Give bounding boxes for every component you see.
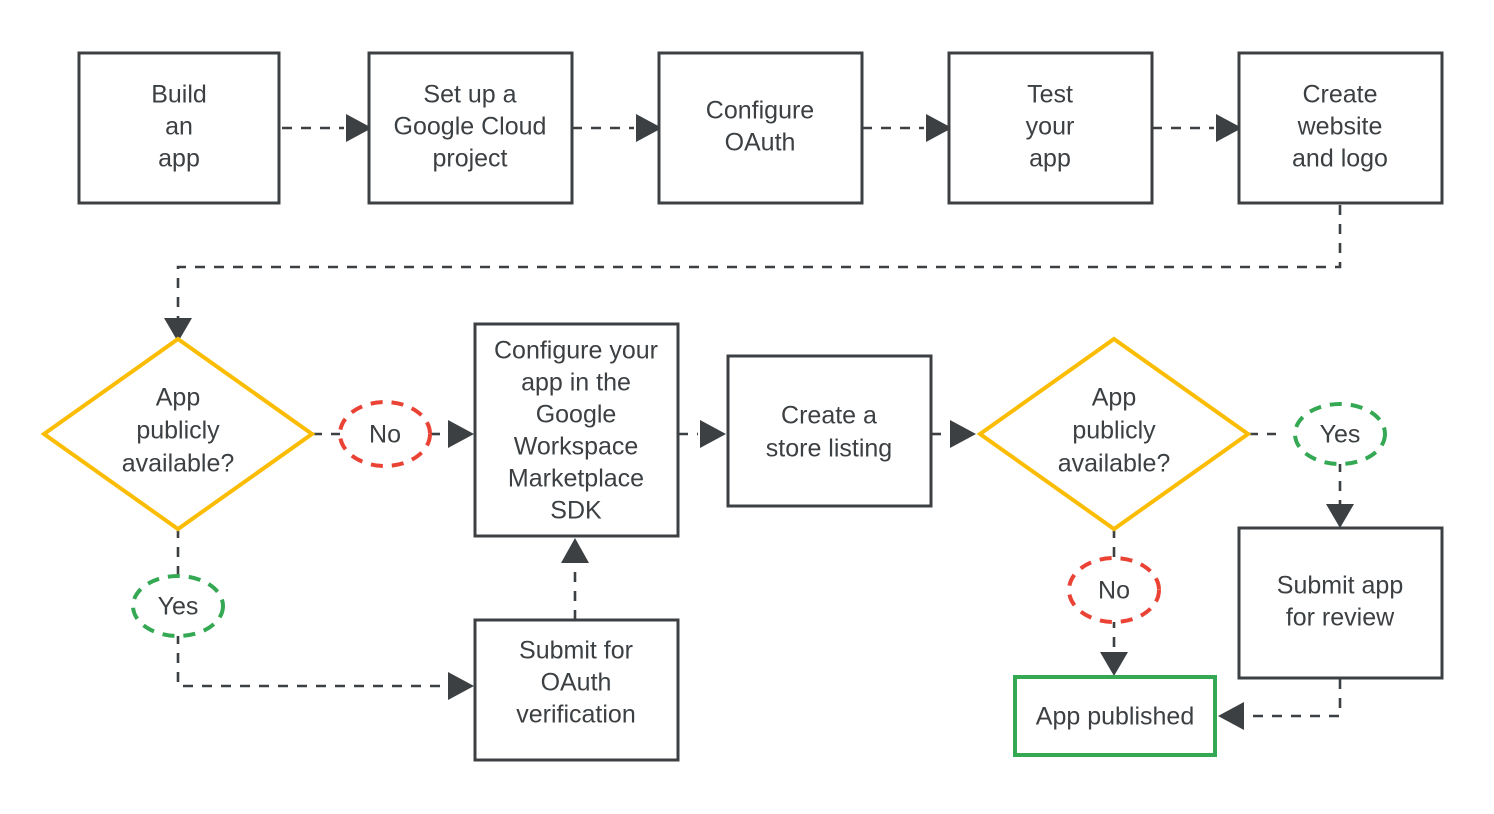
node-decision2-line-0: App [1092, 384, 1136, 412]
edge-yes-to-oauth-verification [176, 634, 446, 688]
node-create-website-and-logo[interactable]: Create website and logo [1237, 51, 1444, 205]
node-test-your-app-line-1: your [1026, 113, 1075, 141]
arrowhead-yes-to-oauth-verification [448, 672, 474, 700]
node-oauth-verification-line-0: Submit for [519, 637, 633, 665]
node-create-website-and-logo-line-1: website [1297, 113, 1383, 141]
node-submit-oauth-verification[interactable]: Submit for OAuth verification [473, 618, 680, 762]
arrowhead-listing-to-decision2 [950, 420, 976, 448]
node-configure-oauth-line-0: Configure [706, 97, 814, 125]
node-set-up-project-shape[interactable] [367, 51, 574, 205]
node-configure-oauth[interactable]: Configure OAuth [657, 51, 864, 205]
node-test-your-app-shape[interactable] [947, 51, 1154, 205]
node-test-your-app[interactable]: Test your app [947, 51, 1154, 205]
edge-review-to-published [1246, 679, 1342, 718]
node-sdk-line-3: Workspace [514, 433, 639, 461]
yes-ellipse-1 [131, 574, 225, 638]
no-label-1: No [369, 421, 401, 449]
node-create-store-listing[interactable]: Create a store listing [726, 354, 933, 508]
node-build-an-app-line-2: app [158, 145, 200, 173]
node-sdk-line-2: Google [536, 401, 617, 429]
arrowhead-oauth-verification-to-sdk [561, 538, 589, 563]
node-set-up-project-line-0: Set up a [423, 81, 516, 109]
node-build-an-app[interactable]: Build an app [77, 51, 281, 205]
node-app-published[interactable]: App published [1013, 675, 1217, 757]
node-submit-app-for-review[interactable]: Submit app for review [1237, 526, 1444, 680]
node-create-website-and-logo-line-2: and logo [1292, 145, 1388, 173]
node-app-published-shape[interactable] [1013, 675, 1217, 757]
node-build-an-app-shape[interactable] [77, 51, 281, 205]
no-ellipse-2 [1067, 556, 1161, 624]
edge-label-decision1-yes: Yes [131, 574, 225, 638]
node-decision-app-publicly-available-1-shape[interactable] [40, 336, 316, 532]
node-configure-oauth-shape[interactable] [657, 51, 864, 205]
node-submit-app-for-review-shape[interactable] [1237, 526, 1444, 680]
edge-label-decision2-yes: Yes [1293, 402, 1387, 466]
node-build-an-app-line-0: Build [151, 81, 207, 109]
node-listing-line-0: Create a [781, 402, 877, 430]
yes-label-2: Yes [1320, 421, 1361, 449]
node-sdk-line-0: Configure your [494, 337, 658, 365]
node-create-store-listing-shape[interactable] [726, 354, 933, 508]
node-listing-line-1: store listing [766, 435, 892, 463]
node-sdk-line-5: SDK [550, 497, 602, 525]
node-create-website-and-logo-shape[interactable] [1237, 51, 1444, 205]
arrowhead-project-to-oauth [636, 114, 662, 142]
arrowhead-website-to-decision1 [164, 318, 192, 342]
arrowhead-no-to-published [1100, 652, 1128, 676]
node-sdk-line-1: app in the [521, 369, 631, 397]
node-decision1-line-0: App [156, 384, 200, 412]
yes-label-1: Yes [158, 593, 199, 621]
edge-label-decision2-no: No [1067, 556, 1161, 624]
no-ellipse-1 [338, 400, 432, 468]
node-test-your-app-line-2: app [1029, 145, 1071, 173]
node-configure-oauth-line-1: OAuth [725, 129, 796, 157]
arrowhead-review-to-published [1218, 702, 1244, 730]
edge-label-decision1-no: No [338, 400, 432, 468]
node-review-line-0: Submit app [1277, 572, 1403, 600]
node-decision2-line-1: publicly [1072, 417, 1156, 445]
node-submit-oauth-verification-shape[interactable] [473, 618, 680, 762]
node-decision-app-publicly-available-2-shape[interactable] [976, 336, 1252, 532]
arrowhead-sdk-to-listing [700, 420, 726, 448]
node-test-your-app-line-0: Test [1027, 81, 1073, 109]
node-oauth-verification-line-1: OAuth [541, 669, 612, 697]
node-set-up-project-line-2: project [432, 145, 507, 173]
node-decision-app-publicly-available-1[interactable]: App publicly available? [40, 336, 316, 532]
node-sdk-line-4: Marketplace [508, 465, 644, 493]
connectors-group [164, 114, 1354, 730]
arrowhead-test-to-website [1216, 114, 1242, 142]
node-app-published-label: App published [1036, 703, 1194, 731]
arrowhead-no-to-sdk [448, 420, 474, 448]
arrowhead-oauth-to-test [926, 114, 952, 142]
node-configure-app-marketplace-sdk[interactable]: Configure your app in the Google Workspa… [473, 322, 680, 538]
node-set-up-project-line-1: Google Cloud [394, 113, 547, 141]
node-set-up-project[interactable]: Set up a Google Cloud project [367, 51, 574, 205]
node-review-line-1: for review [1286, 604, 1395, 632]
edge-website-to-decision1 [176, 205, 1342, 318]
node-decision1-line-1: publicly [136, 417, 220, 445]
no-label-2: No [1098, 577, 1130, 605]
node-decision1-line-2: available? [122, 450, 235, 478]
node-create-website-and-logo-line-0: Create [1302, 81, 1377, 109]
arrowhead-build-to-project [346, 114, 372, 142]
node-configure-app-marketplace-sdk-shape[interactable] [473, 322, 680, 538]
node-decision-app-publicly-available-2[interactable]: App publicly available? [976, 336, 1252, 532]
node-build-an-app-line-1: an [165, 113, 193, 141]
node-decision2-line-2: available? [1058, 450, 1171, 478]
node-oauth-verification-line-2: verification [516, 701, 636, 729]
yes-ellipse-2 [1293, 402, 1387, 466]
arrowhead-yes-to-review [1326, 504, 1354, 528]
